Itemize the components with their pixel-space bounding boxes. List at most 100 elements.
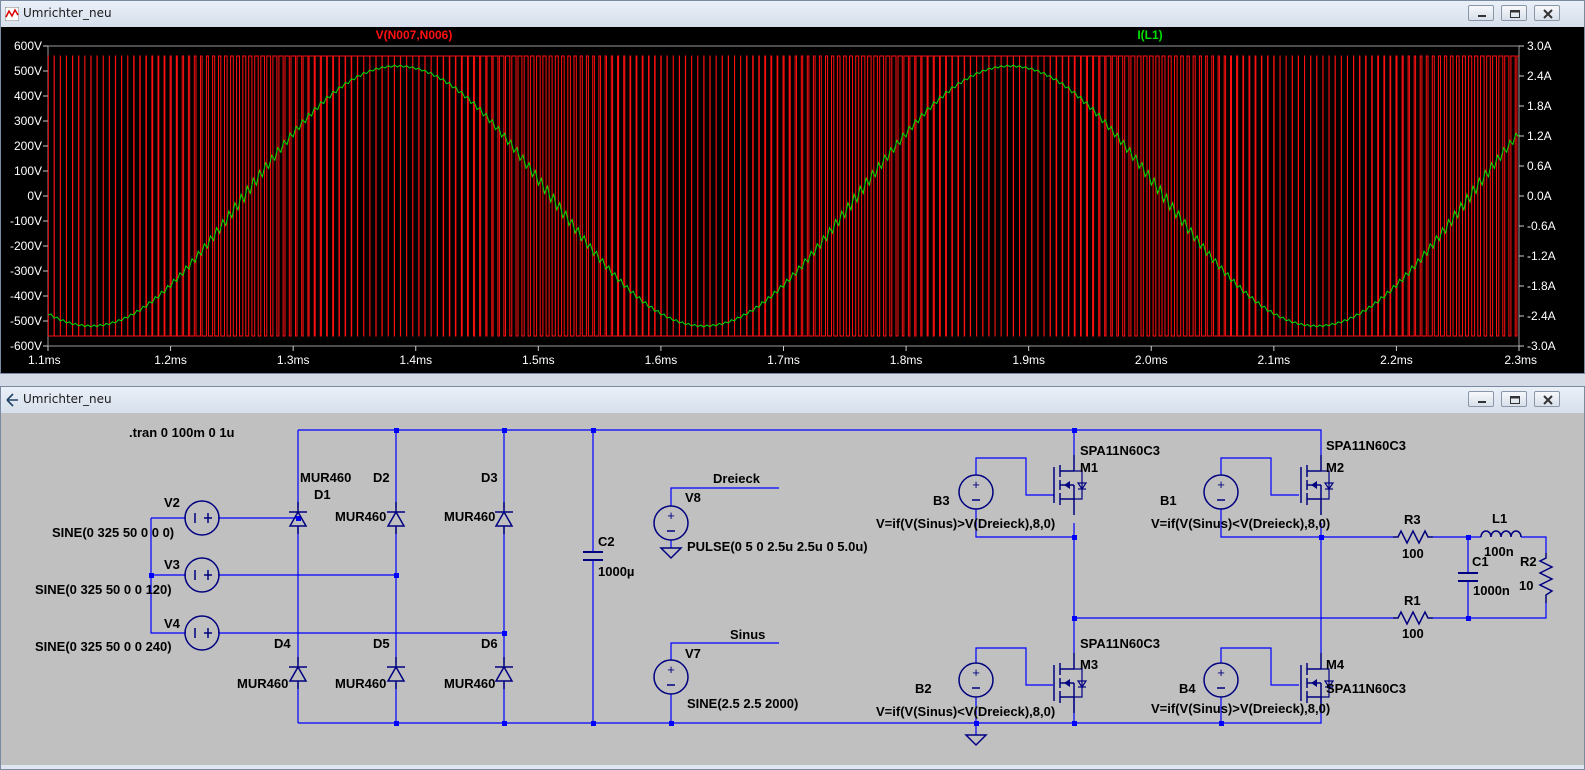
b4-name: B4: [1179, 681, 1196, 696]
v7-name: V7: [685, 646, 701, 661]
behavioral-source-b4[interactable]: [1203, 662, 1239, 698]
l1-value: 100n: [1484, 544, 1514, 559]
x-tick-label: 1.6ms: [645, 353, 678, 367]
x-tick-label: 1.5ms: [522, 353, 555, 367]
v3-name: V3: [164, 557, 180, 572]
waveform-app-icon: [5, 7, 19, 21]
y-right-tick-label: 3.0A: [1527, 39, 1552, 53]
schematic-canvas[interactable]: +: [1, 413, 1584, 765]
tran-directive[interactable]: .tran 0 100m 0 1u: [129, 425, 235, 440]
voltage-source-v3[interactable]: [184, 557, 220, 593]
y-left-tick-label: -600V: [10, 339, 42, 353]
y-right-tick-label: -2.4A: [1527, 309, 1556, 323]
y-left-tick-label: 600V: [14, 39, 42, 53]
y-right-tick-label: -1.2A: [1527, 249, 1556, 263]
minimize-button[interactable]: [1468, 5, 1494, 21]
ground-icon: [965, 734, 987, 746]
x-tick-label: 1.9ms: [1012, 353, 1045, 367]
y-right-tick-label: 0.0A: [1527, 189, 1552, 203]
v2-name: V2: [164, 495, 180, 510]
m2-model: SPA11N60C3: [1326, 438, 1406, 453]
series-current-line[interactable]: [47, 64, 1520, 328]
c2-name: C2: [598, 534, 615, 549]
y-left-tick-label: 200V: [14, 139, 42, 153]
waveform-chart[interactable]: 600V500V400V300V200V100V0V-100V-200V-300…: [1, 27, 1584, 373]
r1-value: 100: [1402, 626, 1424, 641]
y-right-tick-label: -0.6A: [1527, 219, 1556, 233]
capacitor-c2[interactable]: [583, 551, 603, 561]
m1-model: SPA11N60C3: [1080, 443, 1160, 458]
minimize-icon: [1478, 15, 1486, 17]
diode-d3[interactable]: [494, 501, 514, 535]
restore-icon: [1510, 396, 1520, 404]
mosfet-m1[interactable]: [1035, 454, 1087, 516]
y-left-tick-label: -200V: [10, 239, 42, 253]
y-left-tick-label: -300V: [10, 264, 42, 278]
schematic-drawing[interactable]: +: [1, 413, 1584, 765]
x-tick-label: 1.4ms: [399, 353, 432, 367]
diode-d2[interactable]: [386, 501, 406, 535]
voltage-source-v8[interactable]: [653, 505, 689, 541]
b3-value: V=if(V(Sinus)>V(Dreieck),8,0): [876, 516, 1055, 531]
y-right-tick-label: 2.4A: [1527, 69, 1552, 83]
restore-icon: [1510, 10, 1520, 18]
d3-model: MUR460: [444, 509, 495, 524]
m1-name: M1: [1080, 460, 1098, 475]
v8-value: PULSE(0 5 0 2.5u 2.5u 0 5.0u): [687, 539, 868, 554]
m3-model: SPA11N60C3: [1080, 636, 1160, 651]
d2-model: MUR460: [335, 509, 386, 524]
v8-name: V8: [685, 490, 701, 505]
y-left-tick-label: 500V: [14, 64, 42, 78]
r2-value: 10: [1519, 578, 1533, 593]
y-left-tick-label: -400V: [10, 289, 42, 303]
y-left-tick-label: 300V: [14, 114, 42, 128]
d3-name: D3: [481, 470, 498, 485]
v7-value: SINE(2.5 2.5 2000): [687, 696, 798, 711]
close-button[interactable]: [1534, 5, 1560, 21]
schematic-minimize-button[interactable]: [1468, 391, 1494, 407]
y-left-tick-label: -500V: [10, 314, 42, 328]
waveform-window-title: Umrichter_neu: [23, 6, 112, 20]
voltage-source-v4[interactable]: [184, 615, 220, 651]
series-voltage-line[interactable]: [47, 55, 1519, 337]
diode-d6[interactable]: [494, 656, 514, 690]
net-label-dreieck: Dreieck: [713, 471, 761, 486]
schematic-app-icon: [6, 393, 18, 407]
schematic-close-button[interactable]: [1534, 391, 1560, 407]
behavioral-source-b2[interactable]: [958, 662, 994, 698]
resistor-r1[interactable]: [1392, 611, 1434, 625]
x-tick-label: 2.3ms: [1504, 353, 1537, 367]
c2-value: 1000µ: [598, 564, 634, 579]
resistor-r3[interactable]: [1392, 530, 1434, 544]
v4-value: SINE(0 325 50 0 0 240): [35, 639, 172, 654]
d1-name: D1: [314, 487, 331, 502]
d2-name: D2: [373, 470, 390, 485]
current-trace-label[interactable]: I(L1): [1137, 28, 1162, 42]
diode-d4[interactable]: [288, 656, 308, 690]
restore-button[interactable]: [1501, 5, 1527, 21]
behavioral-source-b1[interactable]: [1203, 474, 1239, 510]
waveform-titlebar[interactable]: Umrichter_neu: [1, 1, 1584, 27]
x-tick-label: 1.3ms: [277, 353, 310, 367]
m2-name: M2: [1326, 460, 1344, 475]
v4-name: V4: [164, 616, 181, 631]
resistor-r2[interactable]: [1538, 553, 1554, 603]
voltage-source-v2[interactable]: [184, 500, 220, 536]
x-tick-label: 1.8ms: [890, 353, 923, 367]
b3-name: B3: [933, 493, 950, 508]
inductor-l1[interactable]: [1480, 530, 1522, 538]
x-tick-label: 2.1ms: [1257, 353, 1290, 367]
schematic-window: Umrichter_neu +: [0, 386, 1585, 770]
schematic-restore-button[interactable]: [1501, 391, 1527, 407]
diode-d5[interactable]: [386, 656, 406, 690]
voltage-trace-label[interactable]: V(N007,N006): [376, 28, 453, 42]
y-left-tick-label: 400V: [14, 89, 42, 103]
b2-value: V=if(V(Sinus)<V(Dreieck),8,0): [876, 704, 1055, 719]
voltage-source-v7[interactable]: [653, 659, 689, 695]
schematic-titlebar[interactable]: Umrichter_neu: [1, 387, 1584, 413]
behavioral-source-b3[interactable]: [958, 474, 994, 510]
close-icon: [1543, 395, 1553, 405]
capacitor-c1[interactable]: [1458, 572, 1478, 582]
net-label-sinus: Sinus: [730, 627, 765, 642]
